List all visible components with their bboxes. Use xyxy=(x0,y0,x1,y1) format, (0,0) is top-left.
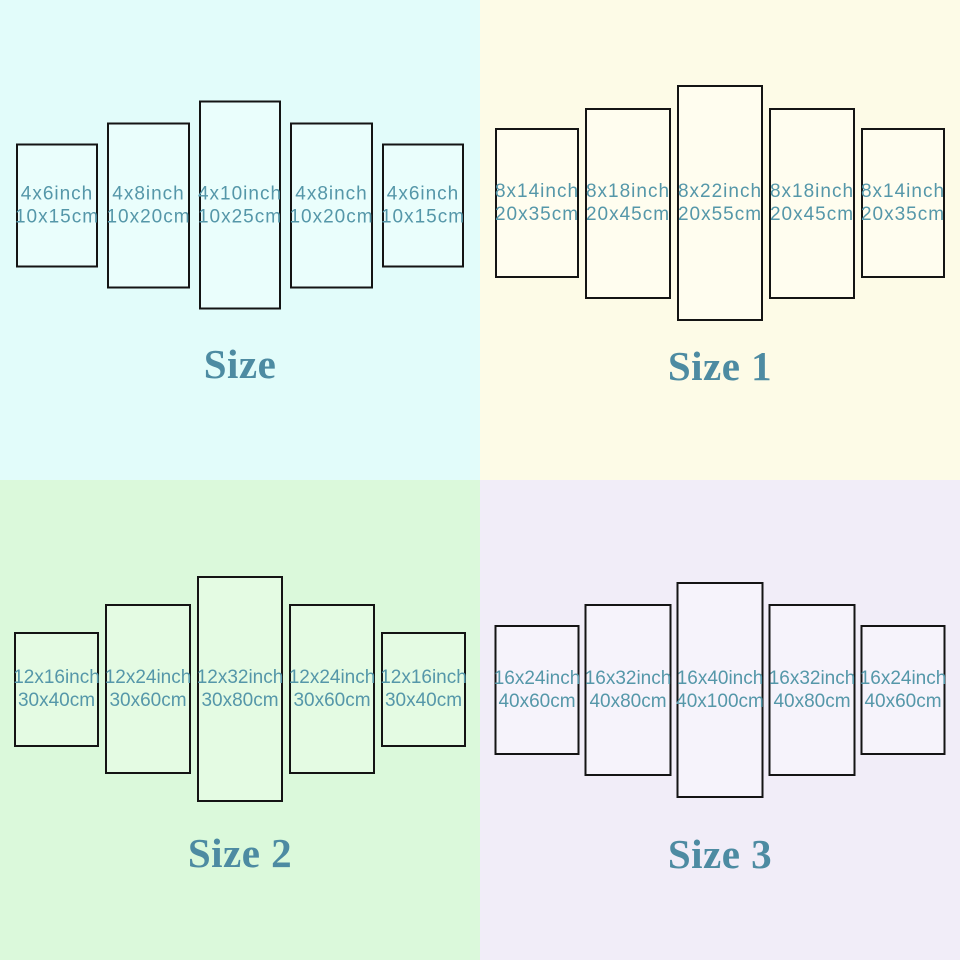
panel-size-cm: 40x60cm xyxy=(498,691,576,712)
panel-size-inch: 12x16inch xyxy=(380,667,467,688)
panel-size-inch: 12x24inch xyxy=(104,667,192,688)
panel-size-cm: 30x60cm xyxy=(293,690,371,711)
panel-size-cm: 10x15cm xyxy=(380,206,466,227)
panel-size-inch: 8x14inch xyxy=(494,181,580,202)
panel-size-cm: 20x45cm xyxy=(585,204,671,225)
panel-size-inch: 12x16inch xyxy=(13,667,100,688)
quadrant-title: Size 2 xyxy=(187,830,293,876)
panel-size-cm: 10x20cm xyxy=(289,206,374,227)
panel-size-cm: 20x45cm xyxy=(769,204,855,225)
panel-size-inch: 4x10inch xyxy=(197,183,283,204)
panel-size-cm: 40x80cm xyxy=(589,691,667,712)
panel-size-inch: 4x6inch xyxy=(20,183,94,204)
panel-size-inch: 16x32inch xyxy=(768,668,856,689)
panel-size-cm: 20x35cm xyxy=(494,204,580,225)
panel-size-cm: 30x60cm xyxy=(109,690,187,711)
panel-size-cm: 20x35cm xyxy=(860,204,946,225)
panel-size-inch: 8x22inch xyxy=(677,181,763,202)
panel-size-inch: 16x24inch xyxy=(493,668,581,689)
panel-size-inch: 8x14inch xyxy=(860,181,946,202)
panel-size-cm: 10x25cm xyxy=(197,206,283,227)
quadrant-title: Size 3 xyxy=(667,831,773,877)
panel-size-cm: 40x60cm xyxy=(864,691,942,712)
panel-size-inch: 12x32inch xyxy=(196,667,284,688)
panel-size-inch: 8x18inch xyxy=(769,181,855,202)
panel-size-cm: 40x80cm xyxy=(773,691,851,712)
panel-size-inch: 4x8inch xyxy=(112,183,185,204)
panel-size-inch: 16x40inch xyxy=(676,668,764,689)
panel-size-inch: 8x18inch xyxy=(585,181,671,202)
panel-size-cm: 30x80cm xyxy=(201,690,279,711)
panel-size-inch: 12x24inch xyxy=(288,667,376,688)
panel-size-inch: 16x32inch xyxy=(584,668,672,689)
panel-size-inch: 4x8inch xyxy=(295,183,368,204)
quadrant-title: Size xyxy=(203,341,277,387)
panel-size-cm: 10x15cm xyxy=(14,206,100,227)
panel-size-cm: 40x100cm xyxy=(676,691,764,712)
panel-size-inch: 16x24inch xyxy=(859,668,947,689)
panel-size-cm: 10x20cm xyxy=(106,206,191,227)
quadrant-title: Size 1 xyxy=(667,343,773,389)
panel-size-cm: 30x40cm xyxy=(17,690,96,711)
panel-size-cm: 30x40cm xyxy=(384,690,463,711)
panel-size-inch: 4x6inch xyxy=(386,183,460,204)
panel-size-cm: 20x55cm xyxy=(677,204,763,225)
